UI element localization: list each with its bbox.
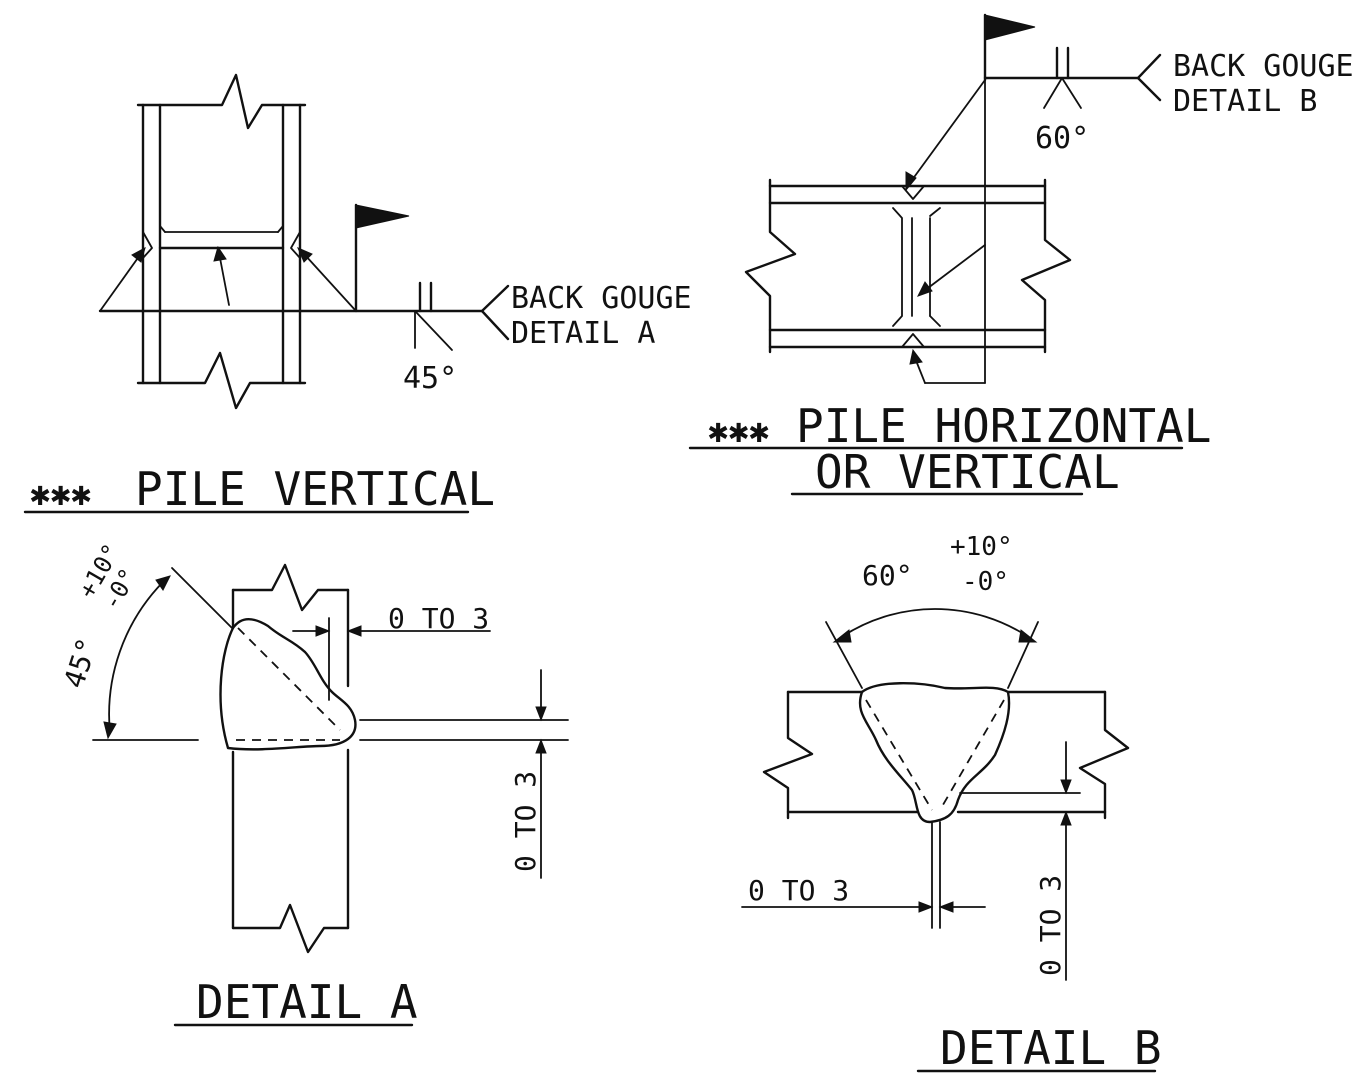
bevel-angle-label: 45° [403,361,457,396]
pile-vertical-view: BACK GOUGE DETAIL A 45° ✱✱✱ PILE VERTICA… [23,73,692,516]
pile-horizontal-title-line2: OR VERTICAL [815,445,1120,499]
gap-vertical-label: 0 TO 3 [509,771,542,872]
pile-horizontal-title-mark: ✱✱✱ [708,411,769,451]
pile-vertical-title-mark: ✱✱✱ [30,474,91,514]
groove-angle-label: 60° [862,559,913,592]
pile-vertical-title: PILE VERTICAL [135,462,495,516]
callout-line2: DETAIL B [1173,84,1318,119]
callout-line2: DETAIL A [511,316,656,351]
gap-horizontal-label: 0 TO 3 [388,602,489,635]
groove-angle-label: 60° [1035,121,1089,156]
detail-b-view: 60° +10° -0° 0 TO 3 0 TO 3 DETAIL B [741,532,1162,1075]
gap-horizontal-label: 0 TO 3 [748,874,849,907]
tolerance-minus: -0° [962,567,1009,597]
gap-vertical-label: 0 TO 3 [1034,875,1067,976]
pile-horizontal-title-line1: PILE HORIZONTAL [796,399,1211,453]
detail-b-title: DETAIL B [940,1021,1162,1075]
callout-line1: BACK GOUGE [511,281,692,316]
callout-line1: BACK GOUGE [1173,49,1354,84]
detail-a-title: DETAIL A [196,975,418,1029]
pile-horizontal-view: BACK GOUGE DETAIL B 60° ✱✱✱ PILE HORIZON… [688,13,1354,499]
detail-a-view: 45° +10° -0° 0 TO 3 0 TO 3 DETAIL A [57,539,569,1029]
tolerance-plus: +10° [950,532,1013,562]
bevel-angle-label: 45° [57,634,104,692]
